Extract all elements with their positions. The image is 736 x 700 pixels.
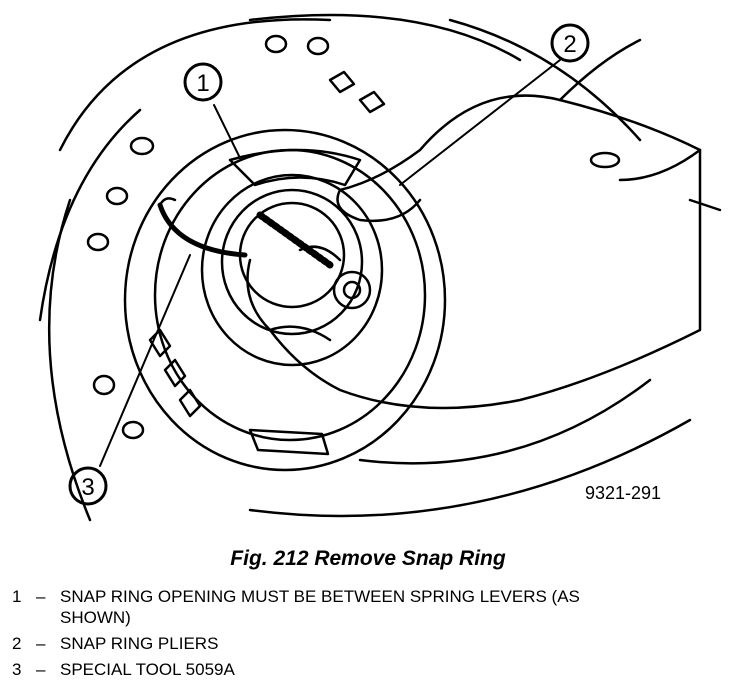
legend-text: SNAP RING OPENING MUST BE BETWEEN SPRING… — [60, 587, 580, 627]
legend-item: 1 – SNAP RING OPENING MUST BE BETWEEN SP… — [12, 586, 640, 628]
legend-item: 3 – SPECIAL TOOL 5059A — [12, 659, 640, 680]
legend-item: 2 – SNAP RING PLIERS — [12, 633, 640, 654]
legend-text: SNAP RING PLIERS — [60, 634, 219, 653]
figure-id: 9321-291 — [585, 483, 662, 503]
callout-3: 3 — [81, 474, 94, 501]
legend: 1 – SNAP RING OPENING MUST BE BETWEEN SP… — [12, 586, 640, 685]
legend-dash: – — [36, 587, 46, 606]
legend-number: 3 — [12, 660, 22, 679]
legend-number: 1 — [12, 587, 22, 606]
legend-dash: – — [36, 660, 46, 679]
legend-text: SPECIAL TOOL 5059A — [60, 660, 235, 679]
legend-dash: – — [36, 634, 46, 653]
callout-1: 1 — [196, 70, 209, 97]
callout-2: 2 — [563, 31, 576, 58]
legend-number: 2 — [12, 634, 22, 653]
snap-ring-removal-illustration: 1 2 3 — [38, 13, 722, 522]
figure-caption: Fig. 212 Remove Snap Ring — [230, 547, 506, 570]
